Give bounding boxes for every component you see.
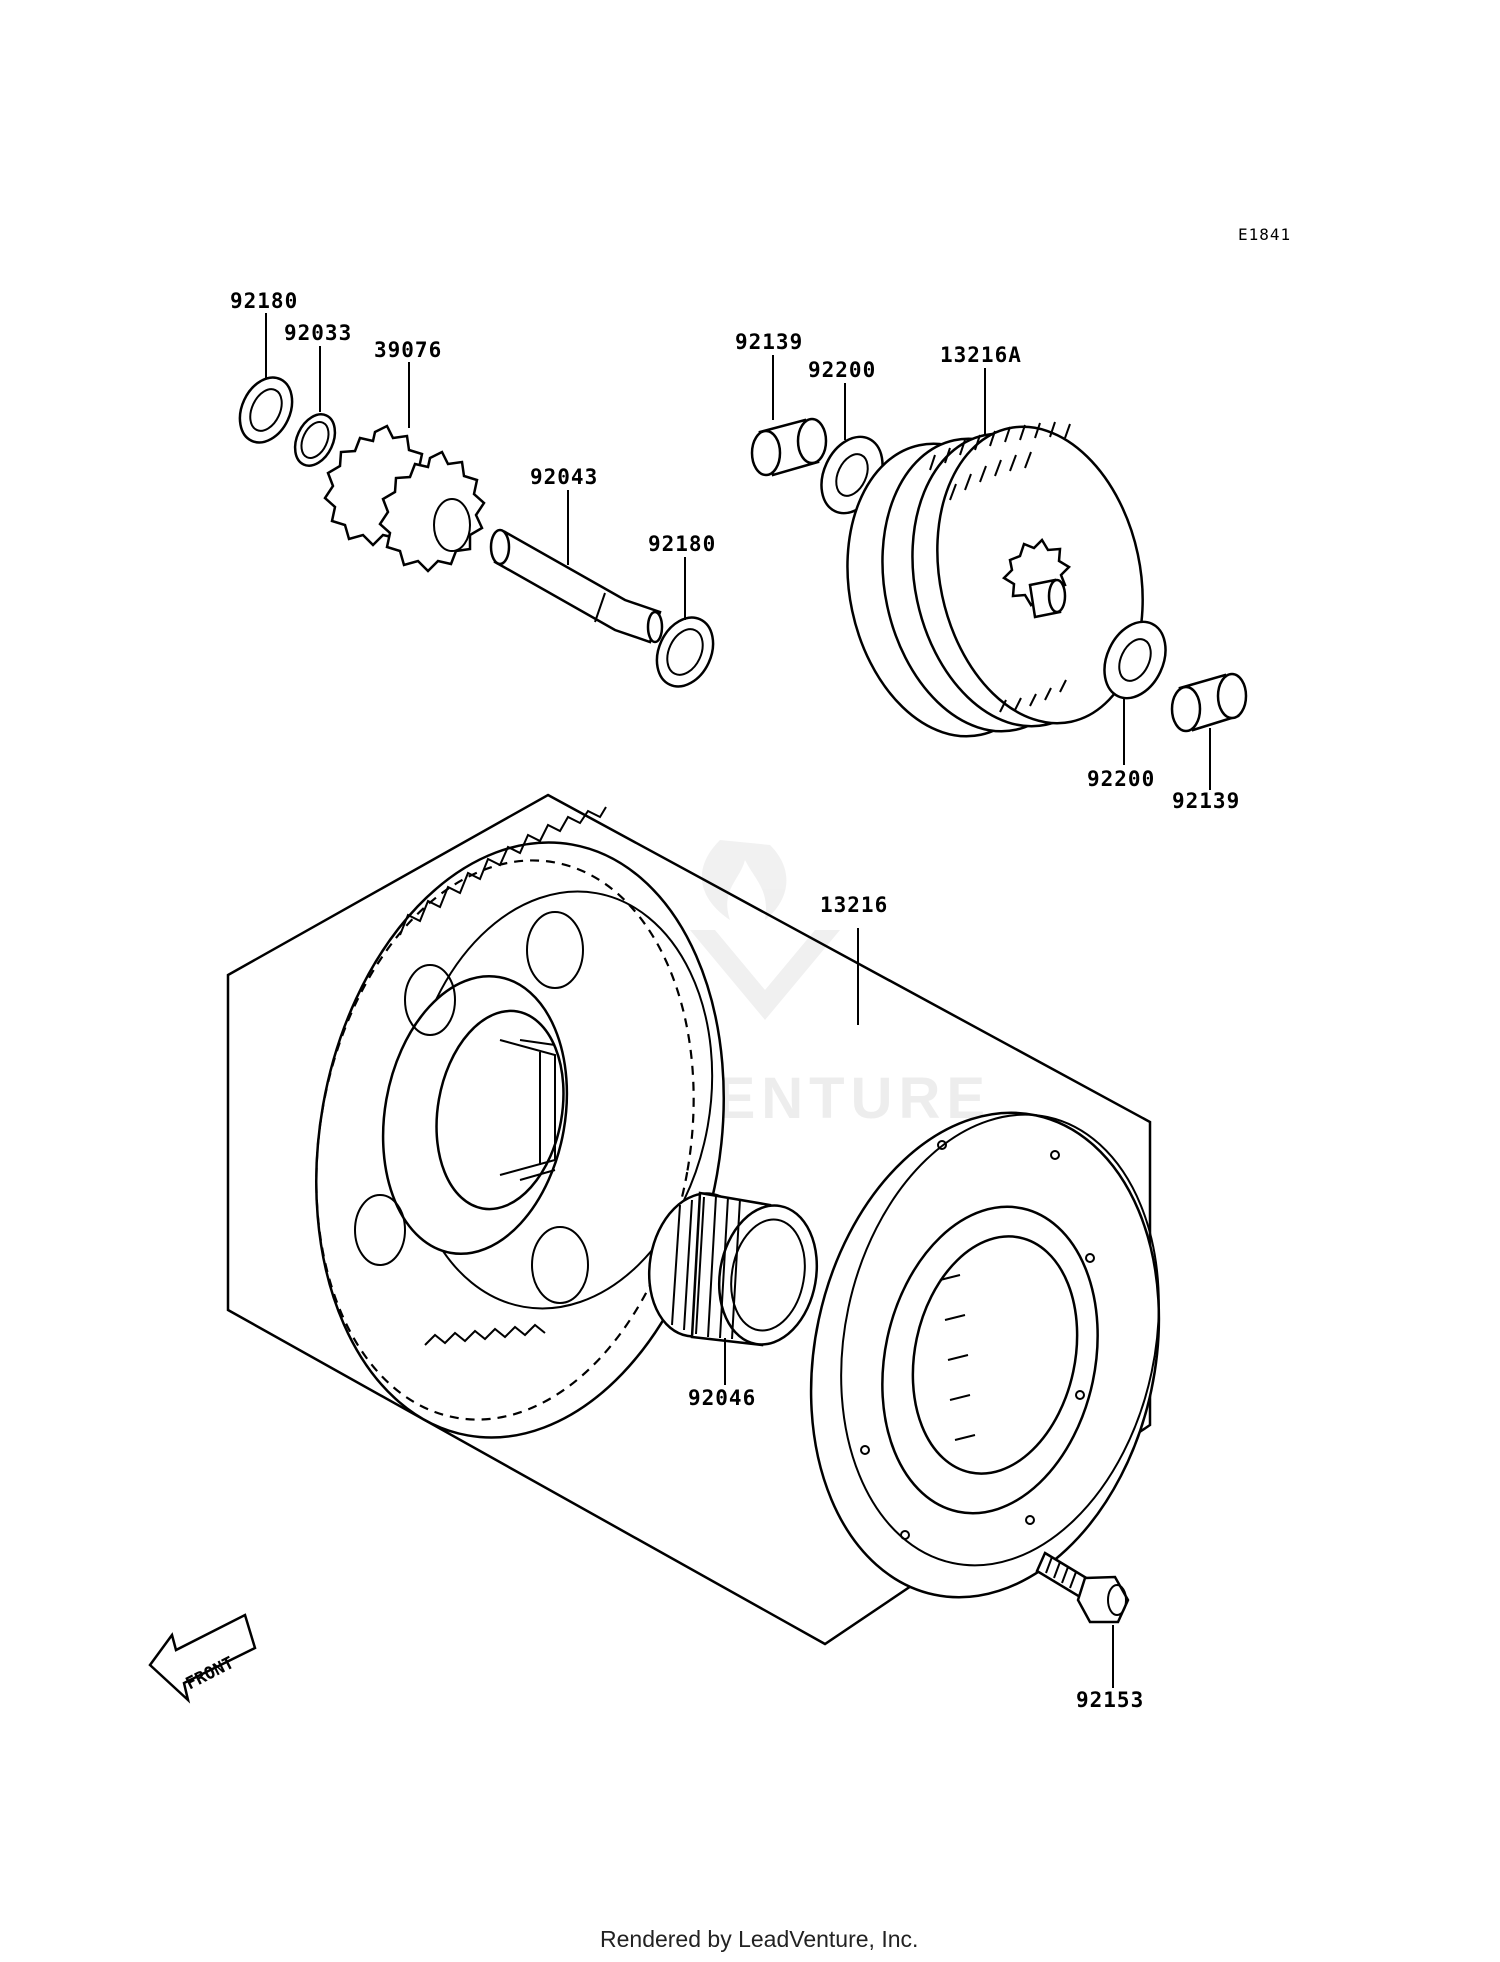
part-13216-oneway-clutch[interactable] [768,1080,1202,1630]
callout-13216A[interactable]: 13216A [940,343,1022,367]
diagram-code: E1841 [1238,225,1291,244]
part-92033-circlip[interactable] [287,408,342,472]
callout-39076[interactable]: 39076 [374,338,442,362]
callout-92046[interactable]: 92046 [688,1386,756,1410]
assembly-box-13216 [226,793,1152,1646]
part-92139-bushing-bottom[interactable] [1170,672,1248,733]
callout-13216[interactable]: 13216 [820,893,888,917]
callout-92200-bottom[interactable]: 92200 [1087,767,1155,791]
front-direction-arrow: FRONT [148,1613,257,1704]
callout-92200-top[interactable]: 92200 [808,358,876,382]
part-13216A-starter-clutch-gear[interactable] [821,407,1169,755]
part-92153-bolt[interactable] [1035,1551,1130,1624]
callout-92180-top[interactable]: 92180 [230,289,298,313]
part-92043-shaft[interactable] [489,528,664,644]
callout-92033[interactable]: 92033 [284,321,352,345]
callout-92180-mid[interactable]: 92180 [648,532,716,556]
part-92200-washer-bottom[interactable] [1093,612,1178,708]
footer-credit: Rendered by LeadVenture, Inc. [600,1926,918,1952]
part-92180-washer-right[interactable] [646,608,724,695]
callout-92153[interactable]: 92153 [1076,1688,1144,1712]
callout-92139-bottom[interactable]: 92139 [1172,789,1240,813]
leader-lines [265,313,1211,1688]
part-92139-bushing-top[interactable] [750,417,828,477]
callout-92043[interactable]: 92043 [530,465,598,489]
callout-92139-top[interactable]: 92139 [735,330,803,354]
part-92180-washer-left[interactable] [230,369,302,451]
part-39076-gear[interactable] [323,424,486,573]
part-13216-starter-idle-gear[interactable] [271,806,769,1470]
front-label: FRONT [183,1653,238,1694]
callout-labels: 92180 92033 39076 92043 92180 92139 9220… [230,289,1240,1712]
part-92046-needle-bearing[interactable] [638,1185,827,1352]
